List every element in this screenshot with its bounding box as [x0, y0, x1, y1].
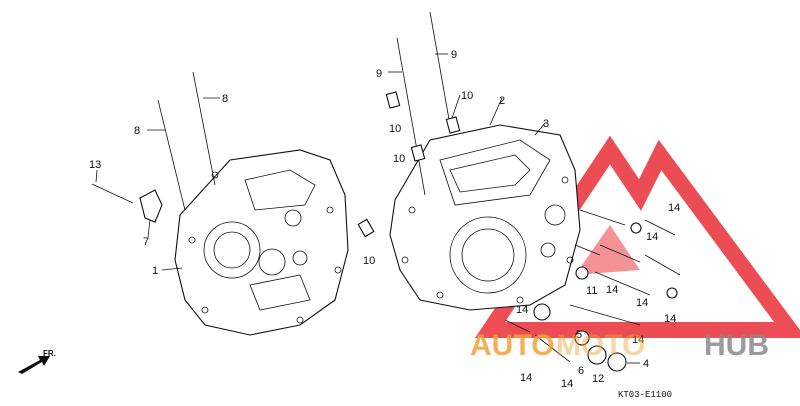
watermark-text: AUTO MOTO HUB	[470, 329, 769, 362]
callout-7: 7	[143, 236, 149, 248]
callout-6: 6	[578, 365, 584, 377]
watermark-logo	[475, 135, 800, 338]
stud-bolt-right-a	[396, 37, 426, 196]
bolt-13	[91, 183, 134, 204]
callout-8a: 8	[134, 125, 140, 137]
callout-4: 4	[643, 358, 649, 370]
callout-3: 3	[543, 118, 549, 130]
washer-and-plug-parts	[533, 222, 678, 372]
callout-14c: 14	[606, 284, 618, 296]
dowel-pin-c	[410, 144, 426, 162]
callout-9a: 9	[376, 68, 382, 80]
front-direction-arrow: FR.	[18, 349, 56, 374]
callout-10b: 10	[389, 123, 401, 135]
fr-label: FR.	[43, 349, 56, 358]
callout-14h: 14	[520, 372, 532, 384]
dowel-pin-a	[385, 91, 401, 109]
callout-10a: 10	[461, 90, 473, 102]
callout-11: 11	[586, 285, 597, 297]
watermark-auto: AUTO	[470, 329, 554, 362]
stud-bolt-right-b	[429, 11, 451, 126]
watermark-moto: MOTO	[556, 329, 645, 362]
callout-8b: 8	[222, 93, 228, 105]
bracket-7	[139, 189, 163, 223]
callout-10c: 10	[393, 153, 405, 165]
callout-14e: 14	[636, 297, 648, 309]
callout-10d: 10	[363, 255, 375, 267]
stud-bolt-left-b	[192, 71, 216, 186]
callout-13: 13	[89, 159, 101, 171]
callout-labels: 1 2 3 4 5 6 7 8 8 9 9 10 10 10 10 11 12 …	[89, 49, 680, 390]
drawing-code: KT03-E1100	[618, 390, 672, 400]
callout-14g: 14	[516, 304, 528, 316]
watermark-hub: HUB	[704, 329, 769, 362]
callout-14a: 14	[668, 202, 680, 214]
left-crankcase-half	[174, 149, 349, 336]
callout-14d: 14	[664, 313, 676, 325]
callout-2: 2	[499, 95, 505, 107]
callout-14b: 14	[646, 231, 658, 243]
callout-12: 12	[592, 373, 604, 385]
callout-14f: 14	[632, 334, 644, 346]
right-crankcase-half	[389, 124, 581, 311]
flange-bolts-right	[504, 209, 681, 363]
callout-1: 1	[152, 265, 158, 277]
callout-14i: 14	[561, 378, 573, 390]
dowel-pin-d	[357, 218, 375, 238]
leader-lines	[95, 53, 640, 364]
stud-bolt-left-a	[157, 99, 186, 211]
callout-5: 5	[576, 329, 582, 341]
callout-9b: 9	[451, 49, 457, 61]
dowel-pin-b	[445, 116, 461, 134]
